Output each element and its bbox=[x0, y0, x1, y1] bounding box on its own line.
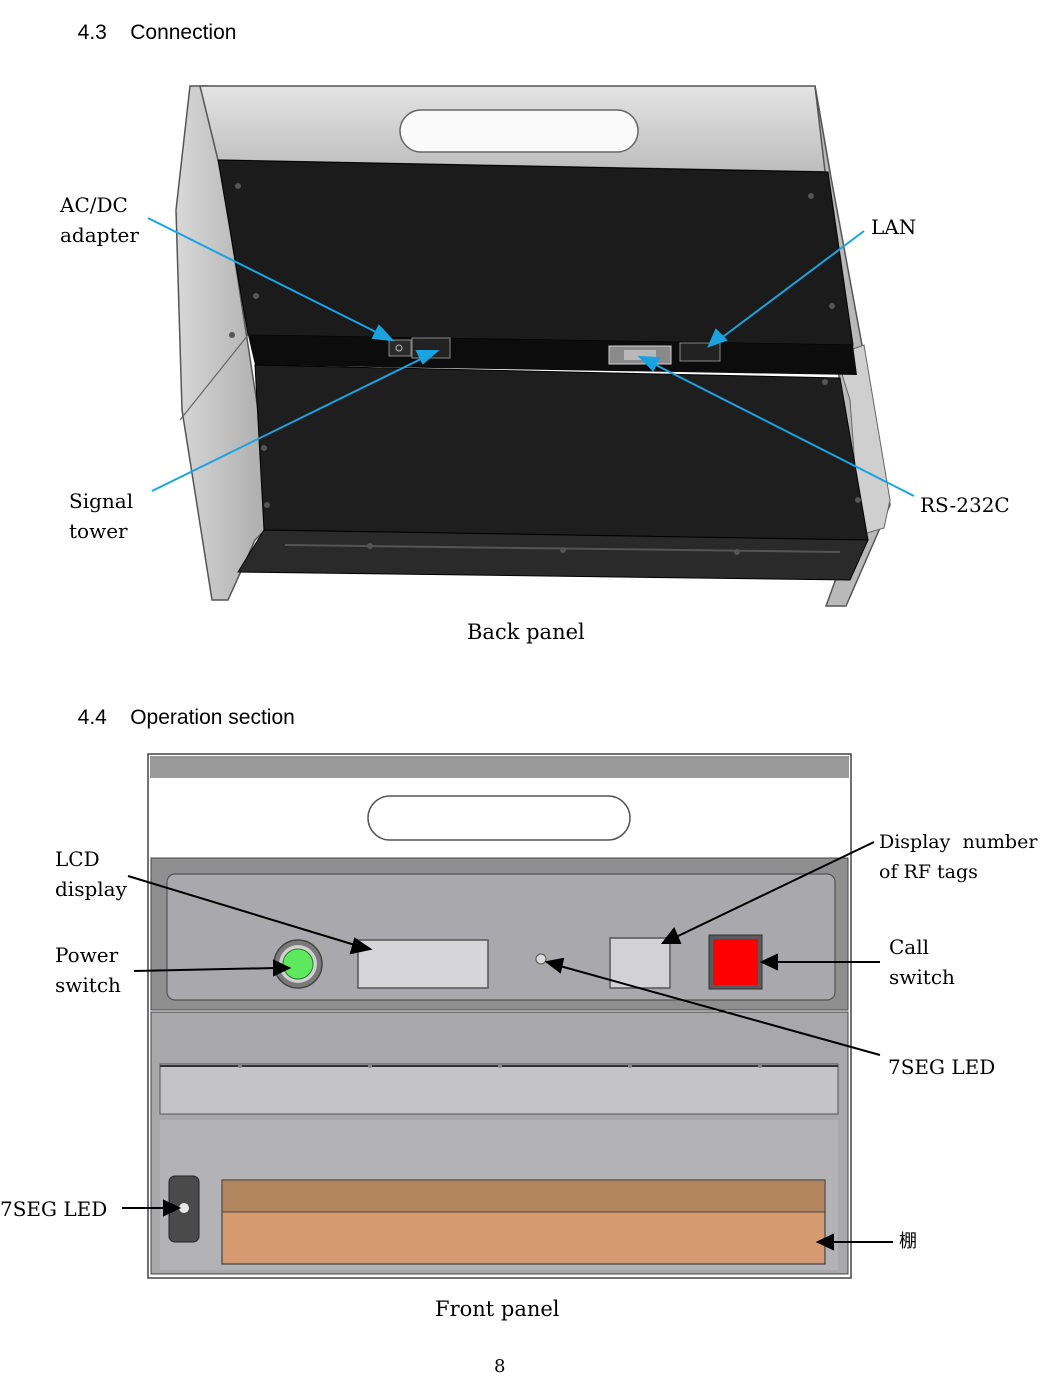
rs232c-label: RS-232C bbox=[920, 493, 1010, 517]
page-number: 8 bbox=[494, 1356, 506, 1377]
rf-tag-count-label: Display number of RF tags bbox=[879, 831, 1038, 883]
front-panel-caption: Front panel bbox=[435, 1297, 560, 1321]
power-switch-bezel bbox=[273, 939, 323, 989]
shelf-label: 棚 bbox=[899, 1231, 917, 1252]
section-heading-connection: 4.3 Connection bbox=[66, 0, 237, 45]
seg-led-callout-line bbox=[559, 965, 881, 1056]
lcd-arrowhead bbox=[349, 937, 373, 955]
lower-seg-led-arrowhead bbox=[163, 1199, 182, 1217]
seg-led-label-right: 7SEG LED bbox=[888, 1055, 996, 1079]
ac-dc-adapter-label: AC/DC adapter bbox=[60, 193, 139, 247]
shelf bbox=[221, 1179, 826, 1265]
lan-port bbox=[679, 342, 721, 362]
power-arrowhead bbox=[273, 959, 292, 977]
shelf-arrowhead bbox=[815, 1233, 834, 1251]
handle-opening bbox=[399, 109, 639, 153]
ac-dc-jack bbox=[388, 339, 412, 357]
signal-tower-callout-line bbox=[151, 356, 426, 492]
signal-tower-label: Signal tower bbox=[69, 489, 134, 543]
power-switch bbox=[282, 948, 314, 980]
back-panel-illustration bbox=[147, 85, 915, 607]
ac-dc-callout-line bbox=[147, 217, 381, 335]
lower-black-panel bbox=[254, 364, 869, 541]
lan-arrowhead bbox=[707, 328, 728, 348]
rf-tag-count-display bbox=[609, 937, 671, 989]
back-panel-caption: Back panel bbox=[467, 620, 585, 644]
lan-label: LAN bbox=[871, 215, 917, 239]
lcd-callout-line bbox=[127, 875, 356, 946]
section-heading-operation: 4.4 Operation section bbox=[66, 682, 295, 730]
lcd-display bbox=[357, 939, 489, 989]
rs232c-arrowhead bbox=[637, 355, 661, 372]
top-bar bbox=[150, 756, 849, 778]
lower-seg-led bbox=[179, 1203, 189, 1213]
seg-led-label-left: 7SEG LED bbox=[0, 1197, 108, 1221]
call-arrowhead bbox=[759, 953, 778, 971]
lan-callout-line bbox=[719, 230, 865, 340]
power-switch-label: Power switch bbox=[55, 943, 121, 997]
lower-body bbox=[150, 1011, 849, 1275]
upper-black-panel bbox=[217, 159, 854, 346]
section-title: Connection bbox=[130, 21, 237, 44]
front-handle-opening bbox=[367, 795, 631, 841]
front-frame bbox=[147, 753, 852, 1279]
lcd-display-label: LCD display bbox=[55, 847, 127, 901]
lower-seg-led-housing bbox=[168, 1175, 200, 1243]
call-switch-label: Call switch bbox=[889, 935, 955, 989]
signal-tower-arrowhead bbox=[415, 350, 440, 365]
call-switch-bezel bbox=[708, 934, 763, 990]
seg-led-arrowhead bbox=[544, 957, 565, 974]
rf-tag-callout-line bbox=[675, 841, 875, 938]
rs232c-callout-line bbox=[651, 362, 915, 497]
section-number: 4.3 bbox=[77, 21, 107, 44]
section-number: 4.4 bbox=[77, 706, 107, 729]
seg-led-indicator bbox=[535, 953, 547, 965]
call-switch bbox=[713, 939, 758, 985]
operation-box bbox=[150, 857, 849, 1011]
rf-tag-arrowhead bbox=[660, 927, 682, 944]
ac-dc-arrowhead bbox=[371, 324, 395, 342]
section-title: Operation section bbox=[130, 706, 295, 729]
power-callout-line bbox=[133, 967, 276, 972]
